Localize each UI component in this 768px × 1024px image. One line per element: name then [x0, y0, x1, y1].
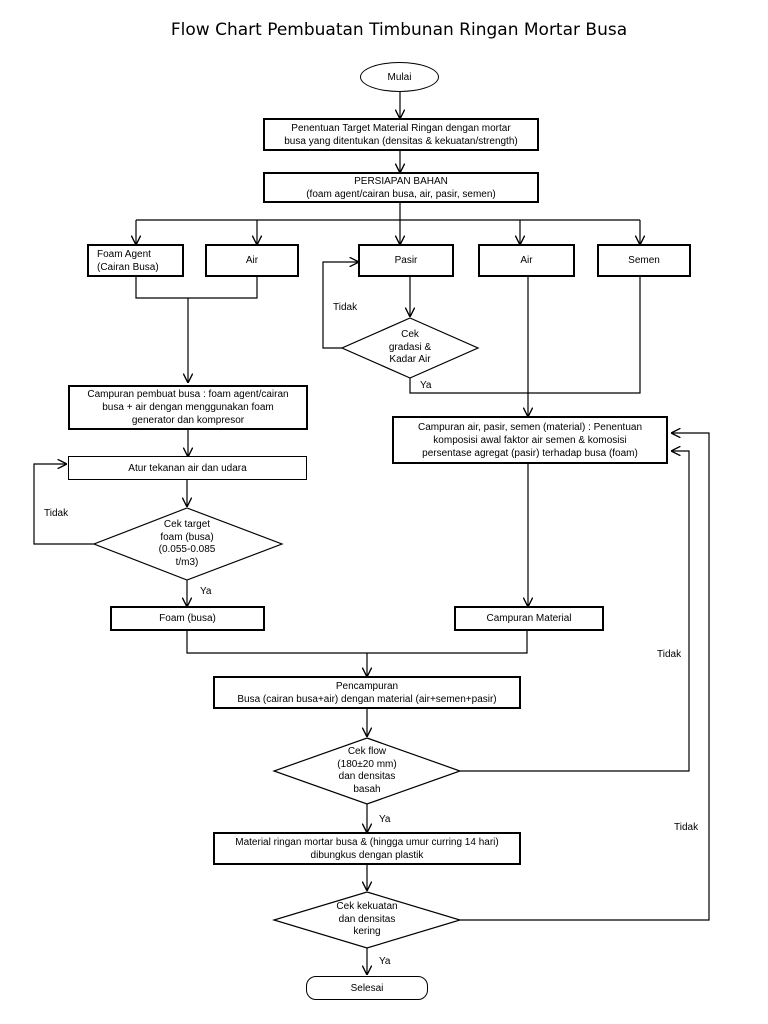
decision-cek-flow: Cek flow (180±20 mm) dan densitas basah: [337, 746, 397, 795]
process-campuran-material: Campuran Material: [454, 606, 604, 631]
process-foam-busa: Foam (busa): [110, 606, 265, 631]
end-terminal: Selesai: [306, 976, 428, 1000]
input-foam-agent: Foam Agent (Cairan Busa): [87, 244, 184, 277]
process-campuran-busa: Campuran pembuat busa : foam agent/caira…: [68, 385, 308, 430]
process-pencampuran: Pencampuran Busa (cairan busa+air) denga…: [213, 676, 521, 709]
page-title: Flow Chart Pembuatan Timbunan Ringan Mor…: [170, 20, 628, 40]
input-air-right: Air: [478, 244, 575, 277]
edge-label-tidak: Tidak: [44, 508, 69, 519]
input-semen: Semen: [597, 244, 691, 277]
decision-cek-target: Cek target foam (busa) (0.055-0.085 t/m3…: [158, 519, 216, 568]
edge-label-tidak: Tidak: [674, 822, 699, 833]
process-penentuan-target: Penentuan Target Material Ringan dengan …: [263, 118, 539, 151]
process-atur-tekanan: Atur tekanan air dan udara: [68, 456, 307, 480]
process-persiapan-bahan: PERSIAPAN BAHAN (foam agent/cairan busa,…: [263, 172, 539, 203]
edge-label-ya: Ya: [379, 814, 391, 825]
edge-label-tidak: Tidak: [657, 649, 682, 660]
edge-label-tidak: Tidak: [333, 302, 358, 313]
input-pasir: Pasir: [358, 244, 454, 277]
start-terminal: Mulai: [360, 62, 439, 92]
process-campuran-material-desc: Campuran air, pasir, semen (material) : …: [392, 416, 668, 464]
decision-cek-kekuatan: Cek kekuatan dan densitas kering: [336, 901, 398, 938]
decision-cek-gradasi: Cek gradasi & Kadar Air: [388, 329, 432, 366]
edge-label-ya: Ya: [200, 586, 212, 597]
edge-label-ya: Ya: [379, 956, 391, 967]
edge-label-ya: Ya: [420, 380, 432, 391]
input-air-left: Air: [205, 244, 299, 277]
process-material-ringan: Material ringan mortar busa & (hingga um…: [213, 832, 521, 865]
